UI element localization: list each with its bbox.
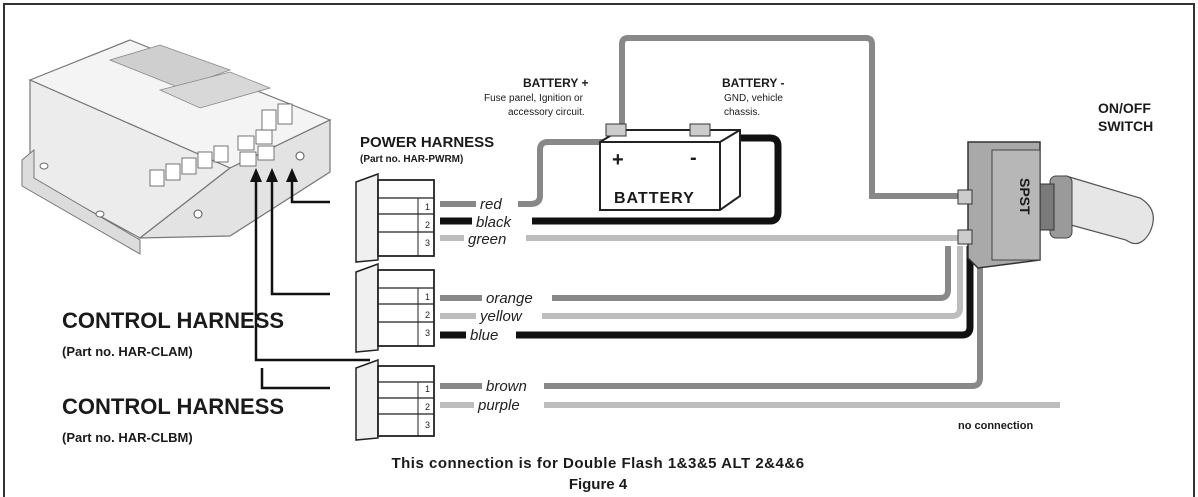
wire-black	[440, 134, 782, 225]
battery-negative-desc-line2: chassis.	[724, 107, 760, 118]
pin-label: 1	[425, 292, 430, 302]
pin-label: 1	[425, 202, 430, 212]
wire-switch-feed	[619, 35, 968, 199]
battery-name: BATTERY	[614, 190, 695, 207]
wire-label-brown: brown	[486, 378, 527, 395]
wire-orange	[440, 246, 951, 301]
leader-lines	[254, 180, 370, 390]
wire-red	[440, 131, 615, 207]
battery-negative-desc-line1: GND, vehicle	[724, 93, 783, 104]
battery-positive-desc-line1: Fuse panel, Ignition or	[484, 93, 584, 104]
switch-face-label: SPST	[1017, 178, 1033, 215]
power-harness-title: POWER HARNESS	[360, 134, 494, 151]
battery-positive-title: BATTERY +	[523, 76, 588, 90]
wire-label-blue: blue	[470, 327, 498, 344]
switch-title-line1: ON/OFF	[1098, 100, 1151, 116]
connector-power	[355, 172, 435, 263]
pin-numbers: 1 2 3 1 2 3 1 2 3	[425, 202, 430, 430]
wire-label-green: green	[468, 231, 506, 248]
wire-blue	[440, 246, 974, 339]
control-harness-b-title: CONTROL HARNESS	[62, 394, 284, 419]
wire-yellow	[440, 246, 963, 319]
control-harness-a-part: (Part no. HAR-CLAM)	[62, 344, 193, 359]
pin-label: 3	[425, 238, 430, 248]
connector-control-a	[355, 262, 435, 353]
figure-number: Figure 4	[569, 476, 628, 493]
power-harness-part: (Part no. HAR-PWRM)	[360, 154, 463, 165]
pin-label: 1	[425, 384, 430, 394]
wire-label-black: black	[476, 214, 513, 231]
pin-label: 2	[425, 220, 430, 230]
battery-minus-sign: -	[690, 147, 697, 169]
wire-label-orange: orange	[486, 290, 533, 307]
wire-labels: red black green orange yellow blue brown…	[464, 194, 552, 414]
battery-negative-title: BATTERY -	[722, 76, 784, 90]
battery-plus-sign: +	[612, 149, 624, 171]
leader-arrowheads	[250, 168, 298, 182]
wire-label-purple: purple	[477, 397, 520, 414]
switch-title-line2: SWITCH	[1098, 118, 1153, 134]
pin-label: 3	[425, 328, 430, 338]
figure-caption: This connection is for Double Flash 1&3&…	[391, 455, 804, 472]
pin-label: 2	[425, 310, 430, 320]
wire-label-yellow: yellow	[479, 308, 523, 325]
control-harness-a-title: CONTROL HARNESS	[62, 308, 284, 333]
frame-border	[3, 3, 1195, 497]
wire-label-red: red	[480, 196, 502, 213]
no-connection-label: no connection	[958, 420, 1033, 432]
pin-label: 2	[425, 402, 430, 412]
battery-positive-desc-line2: accessory circuit.	[508, 107, 585, 118]
connector-control-b	[355, 358, 435, 441]
pin-label: 3	[425, 420, 430, 430]
wire-brown	[440, 246, 983, 389]
battery: + - BATTERY	[599, 123, 741, 211]
spst-switch: SPST	[957, 141, 1154, 269]
flasher-module	[21, 39, 332, 255]
control-harness-b-part: (Part no. HAR-CLBM)	[62, 430, 193, 445]
